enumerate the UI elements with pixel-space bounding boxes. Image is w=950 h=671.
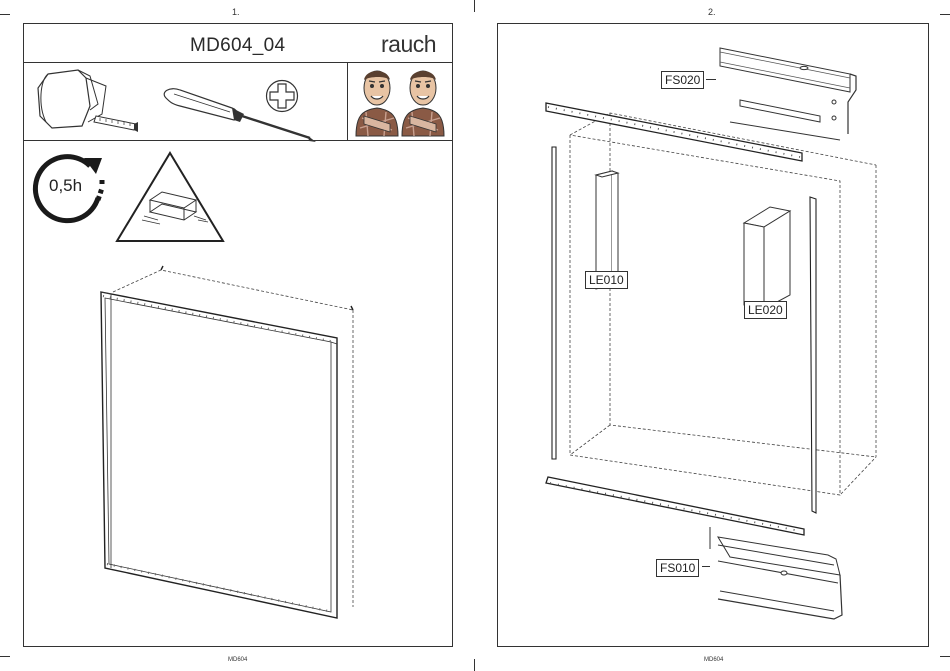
brand-logo: rauch [381,31,436,58]
exploded-cabinet-drawing [540,95,880,525]
part-label-le020: LE020 [744,301,787,319]
person-icon-1 [354,66,400,138]
part-label-le010: LE010 [585,271,628,289]
crop-mark-left-bottom [0,656,10,657]
part-label-fs020: FS020 [661,71,704,89]
person-icon-2 [400,66,446,138]
model-title: MD604_04 [190,35,285,57]
crop-mark-right-top [940,14,950,15]
page-number-left: 1. [232,7,240,17]
crop-mark-top [474,0,475,12]
fs010-leader [702,566,710,567]
tape-measure-icon [30,66,145,138]
fs020-leader [706,79,716,80]
header-divider [23,62,452,63]
crop-mark-bottom [474,659,475,671]
cabinet-drawing [95,262,365,622]
fragile-warning-icon [114,150,226,244]
phillips-head-icon [265,79,299,113]
crop-mark-right-bottom [940,656,950,657]
persons-divider [347,62,348,140]
page-number-right: 2. [708,7,716,17]
rail-detail-bottom [710,525,850,625]
part-label-fs010: FS010 [656,559,699,577]
page-footer-left: MD604 [228,657,247,663]
page-footer-right: MD604 [704,657,723,663]
assembly-time: 0,5h [49,176,82,196]
crop-mark-left-top [0,14,10,15]
